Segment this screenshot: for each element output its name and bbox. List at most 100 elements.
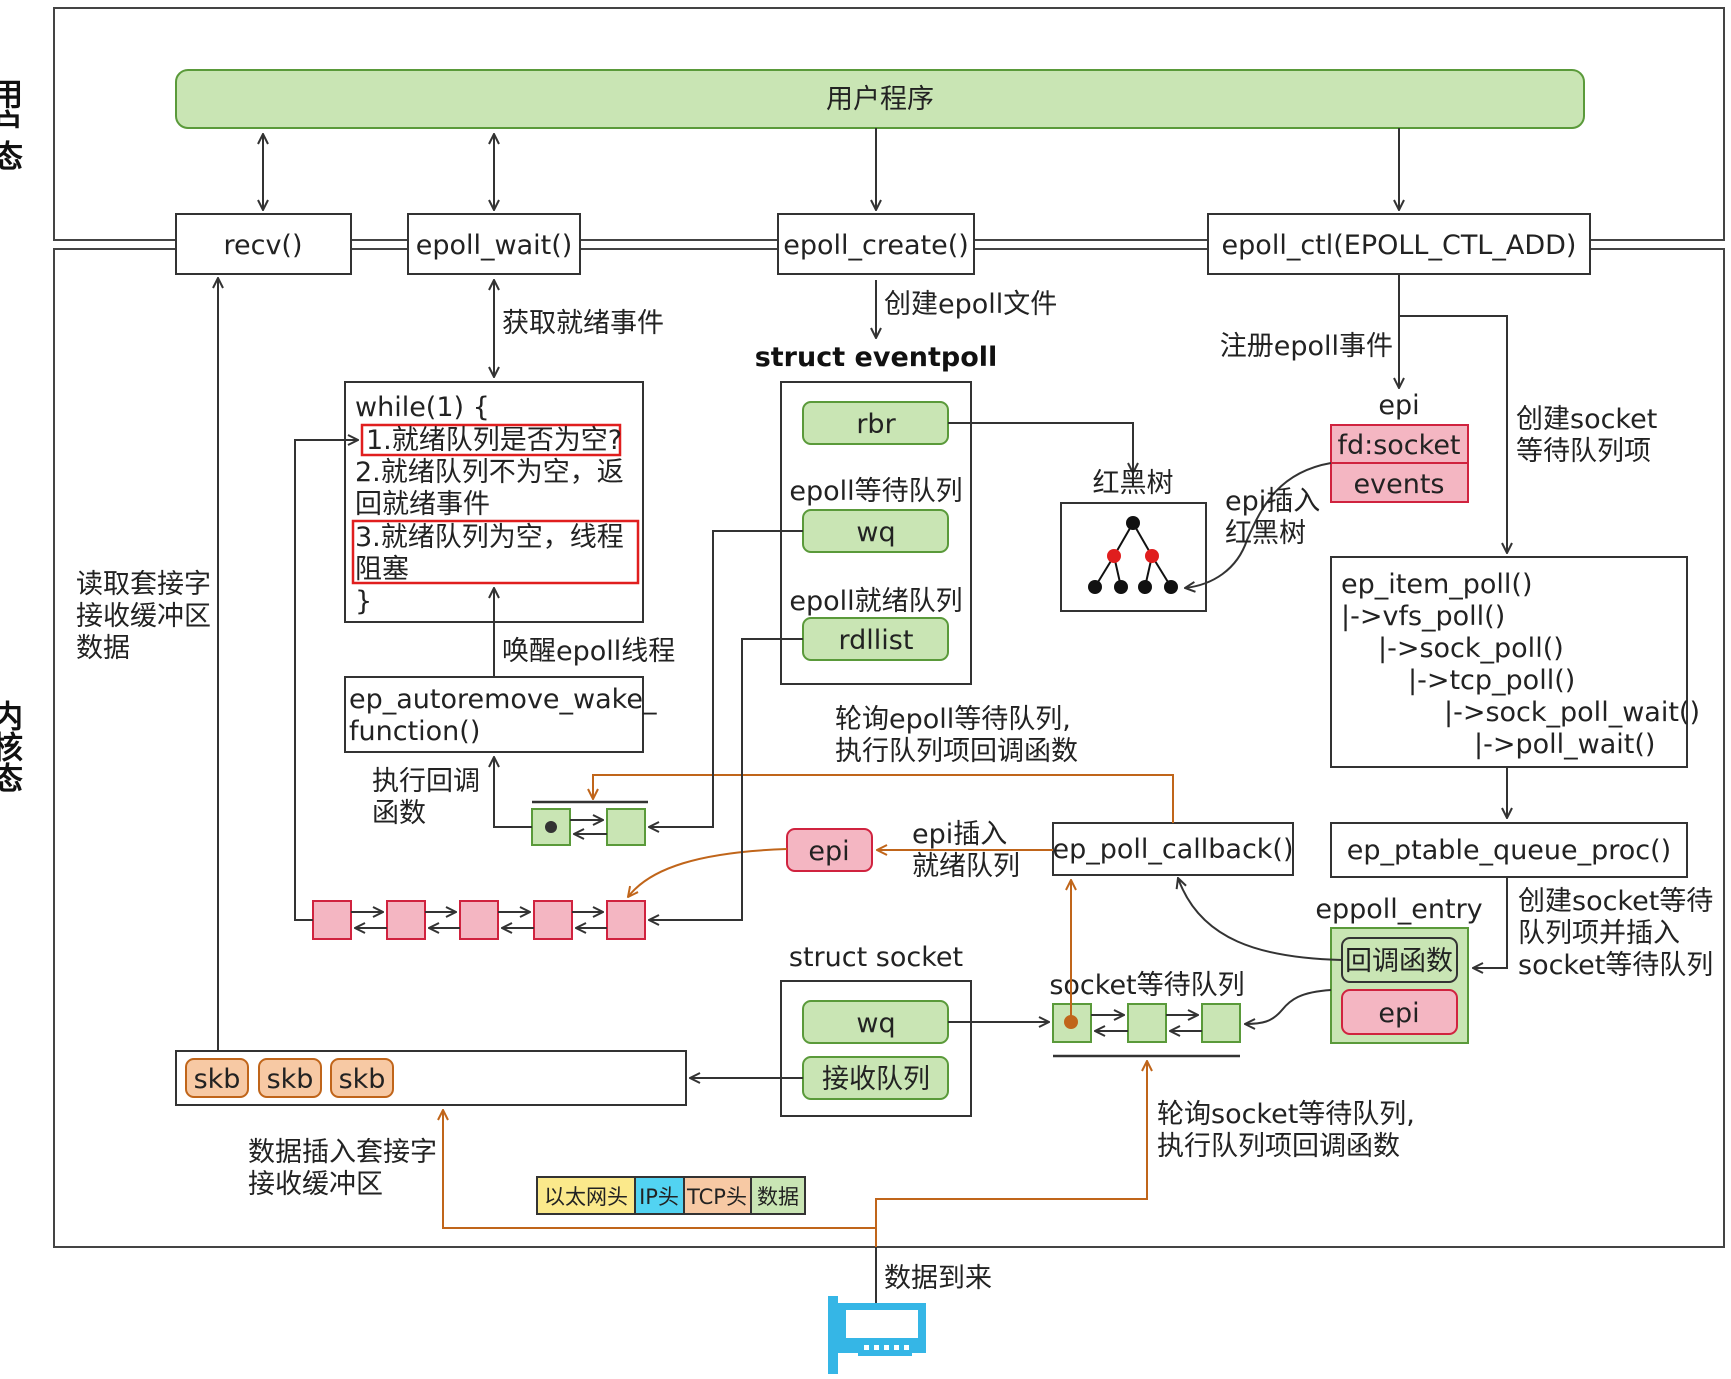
label-wake-epoll-thread: 唤醒epoll线程 <box>502 636 675 667</box>
ready-list-item <box>606 900 646 940</box>
rbtree-root-node <box>1126 516 1140 530</box>
ready-list-item <box>386 900 426 940</box>
label-exec-callback-2: 函数 <box>372 798 426 829</box>
label-register-epoll-event: 注册epoll事件 <box>1220 331 1393 362</box>
svg-text:function(): function() <box>349 716 480 747</box>
svg-text:epi: epi <box>808 836 849 867</box>
user-program-label: 用户程序 <box>826 84 934 115</box>
label-create-insert-1: 创建socket等待 <box>1518 886 1713 917</box>
svg-text:skb: skb <box>339 1064 386 1095</box>
svg-text:epi: epi <box>1378 998 1419 1029</box>
ep-autoremove-box: ep_autoremove_wake_ function() <box>344 676 657 753</box>
svg-text:fd:socket: fd:socket <box>1337 430 1460 461</box>
svg-text:IP头: IP头 <box>639 1185 679 1209</box>
epoll-wait-queue-item-callback-dot <box>545 821 557 833</box>
svg-text:3.就绪队列为空，线程: 3.就绪队列为空，线程 <box>355 522 624 553</box>
arrow-create-insert-socket-wait <box>1473 877 1508 968</box>
label-epi-insert-rbtree-1: epi插入 <box>1225 486 1320 517</box>
label-epi-insert-ready-1: epi插入 <box>912 819 1007 850</box>
svg-text:|->vfs_poll(): |->vfs_poll() <box>1341 601 1505 632</box>
packet-data <box>750 1176 806 1215</box>
label-epi-insert-ready-2: 就绪队列 <box>912 851 1020 882</box>
svg-text:ep_ptable_queue_proc(): ep_ptable_queue_proc() <box>1347 835 1671 866</box>
ep-item-poll-box: ep_item_poll() |->vfs_poll() |->sock_pol… <box>1330 556 1700 768</box>
rbtree-red-node <box>1107 549 1121 563</box>
epoll-ready-queue-label: epoll就绪队列 <box>789 586 962 617</box>
recv-box: recv() <box>175 213 352 275</box>
svg-text:events: events <box>1354 469 1445 500</box>
rbtree-leaf-node <box>1114 580 1128 594</box>
ready-list-item <box>533 900 573 940</box>
svg-text:rdllist: rdllist <box>839 625 914 656</box>
label-create-insert-2: 队列项并插入 <box>1518 918 1680 949</box>
rbtree-leaf-node <box>1138 580 1152 594</box>
eppoll-entry-title: eppoll_entry <box>1315 894 1482 925</box>
socket-wait-queue-label: socket等待队列 <box>1049 970 1244 1001</box>
label-read-buffer-3: 数据 <box>76 633 130 664</box>
arrow-entry-to-socket-wait-queue <box>1245 989 1332 1024</box>
svg-text:ep_autoremove_wake_: ep_autoremove_wake_ <box>349 684 657 715</box>
arrow-rbr-to-rbtree <box>948 422 1133 473</box>
while-loop-box: while(1) { 1.就绪队列是否为空? 2.就绪队列不为空，返 回就绪事件… <box>344 381 644 623</box>
skb-item <box>185 1058 249 1098</box>
svg-text:2.就绪队列不为空，返: 2.就绪队列不为空，返 <box>355 457 624 488</box>
rbtree-red-node <box>1145 549 1159 563</box>
eppoll-epi-field <box>1341 989 1458 1035</box>
highlight-step3 <box>351 519 640 585</box>
label-create-epoll-file: 创建epoll文件 <box>884 289 1057 320</box>
packet-format: 以太网头 IP头 TCP头 数据 <box>536 1176 806 1215</box>
svg-text:rbr: rbr <box>856 409 896 440</box>
label-data-arrive: 数据到来 <box>884 1263 992 1294</box>
arrow-rdllist-to-ready-list <box>649 638 803 920</box>
user-mode-label: 用户态 <box>0 78 23 171</box>
ready-list-item <box>459 900 499 940</box>
socket-wait-queue <box>1052 1003 1241 1058</box>
socket-wait-item-callback-dot <box>1064 1015 1078 1029</box>
label-read-buffer-1: 读取套接字 <box>76 569 211 600</box>
svg-text:回调函数: 回调函数 <box>1345 946 1453 977</box>
skb-item <box>330 1058 394 1098</box>
network-card-icon <box>828 1296 926 1374</box>
arrow-poll-epoll-wait-queue <box>593 774 1174 823</box>
svg-text:skb: skb <box>194 1064 241 1095</box>
label-exec-callback-1: 执行回调 <box>372 766 480 797</box>
kernel-mode-label: 内核态 <box>0 700 23 793</box>
svg-text:skb: skb <box>267 1064 314 1095</box>
svg-text:ep_poll_callback(): ep_poll_callback() <box>1052 834 1293 865</box>
rbtree-leaf-node <box>1088 580 1102 594</box>
svg-text:epoll_create(): epoll_create() <box>783 230 969 261</box>
label-create-insert-3: socket等待队列 <box>1518 950 1713 981</box>
epoll-wait-queue-item <box>606 808 646 846</box>
svg-text:wq: wq <box>856 517 895 548</box>
svg-text:while(1) {: while(1) { <box>355 392 490 423</box>
skb-item <box>258 1058 322 1098</box>
svg-text:recv(): recv() <box>223 230 302 261</box>
svg-text:ep_item_poll(): ep_item_poll() <box>1341 569 1532 600</box>
arrow-exec-callback <box>494 757 532 828</box>
svg-text:|->sock_poll_wait(): |->sock_poll_wait() <box>1444 697 1700 728</box>
svg-text:}: } <box>355 586 372 617</box>
svg-text:|->tcp_poll(): |->tcp_poll() <box>1408 665 1575 696</box>
arrow-epi-into-ready-list <box>628 848 788 897</box>
label-data-insert-1: 数据插入套接字 <box>248 1137 437 1168</box>
arrow-callback-to-ep-poll-callback <box>1178 878 1343 961</box>
epoll-ctl-box: epoll_ctl(EPOLL_CTL_ADD) <box>1207 213 1591 275</box>
highlight-step1 <box>360 423 622 457</box>
ep-ptable-queue-proc-box: ep_ptable_queue_proc() <box>1330 822 1688 878</box>
rbtree-box <box>1060 502 1207 612</box>
arrow-poll-socket-wait-queue <box>875 1061 1147 1228</box>
struct-socket-title: struct socket <box>789 942 963 973</box>
label-create-socket-wait-item-2: 等待队列项 <box>1516 436 1651 467</box>
rbtree-leaf-node <box>1164 580 1178 594</box>
label-poll-socket-1: 轮询socket等待队列, <box>1157 1099 1415 1130</box>
label-epi-insert-rbtree-2: 红黑树 <box>1225 518 1306 549</box>
rbtree-label: 红黑树 <box>1093 468 1174 499</box>
ready-list <box>312 900 646 940</box>
svg-text:数据: 数据 <box>757 1185 799 1209</box>
eppoll-entry-box: 回调函数 epi <box>1330 927 1469 1044</box>
svg-text:回就绪事件: 回就绪事件 <box>355 489 490 520</box>
label-create-socket-wait-item-1: 创建socket <box>1516 404 1657 435</box>
svg-text:阻塞: 阻塞 <box>355 554 409 585</box>
epoll-wait-queue-label: epoll等待队列 <box>789 476 962 507</box>
